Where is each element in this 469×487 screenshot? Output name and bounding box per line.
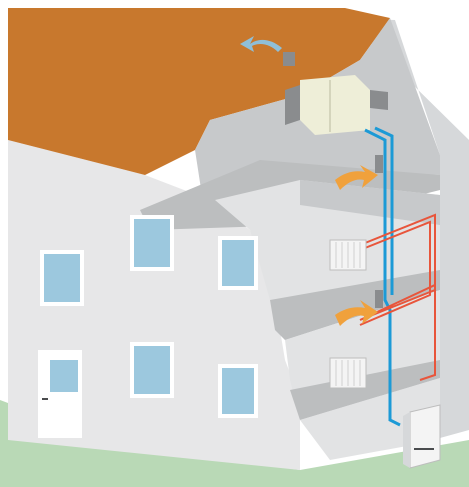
window-glass [134,219,170,267]
window-glass [222,368,254,414]
roof [8,8,390,175]
ground-slab [290,360,440,420]
grass-ground [0,400,469,487]
vent-grille-icon [375,155,383,173]
roof-outlet-icon [283,52,295,66]
window-glass [44,254,80,302]
upper-room-wall [300,180,440,225]
heating-pipes-red [359,213,436,381]
radiator-icon [329,357,367,389]
door-handle [42,398,48,400]
radiator-icon [329,239,367,271]
window-row-lower [130,342,258,418]
middle-slab [270,270,440,340]
vent-grille-icon [375,290,383,308]
window-row-upper [40,215,258,306]
side-wall [345,18,469,438]
ventilation-unit-icon [285,75,388,135]
window-glass [134,346,170,394]
door-window [50,360,78,392]
duct-pipes-blue [364,126,401,427]
window-glass [222,240,254,286]
air-supply-arrow-icon [335,165,378,190]
air-supply-arrow-icon [335,300,378,326]
air-exhaust-arrow-icon [240,36,282,52]
heat-pump-icon [403,404,441,469]
